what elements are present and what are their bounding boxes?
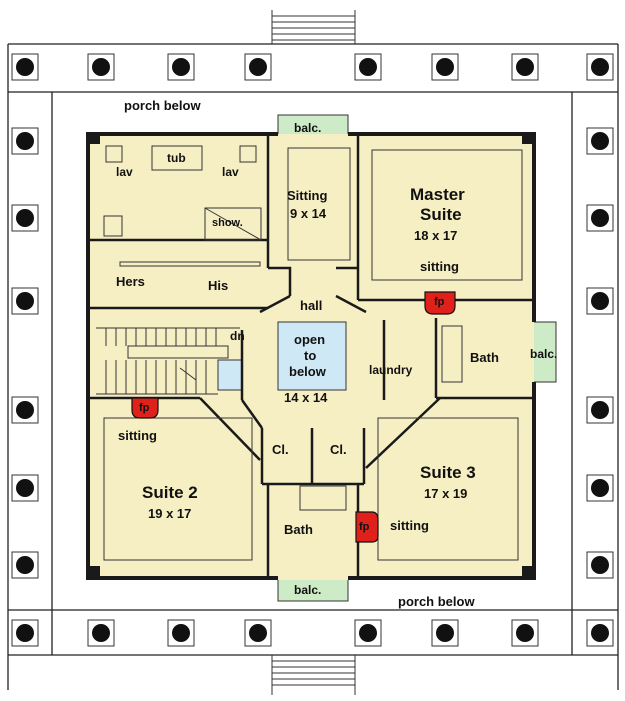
porch-label-bottom: porch below (398, 594, 475, 609)
steps-top (271, 10, 356, 44)
sitting-room-label: Sitting (287, 188, 327, 203)
column (244, 619, 272, 647)
master-sitting-label: sitting (420, 259, 459, 274)
master-suite-dims: 18 x 17 (414, 228, 457, 243)
bath-right-label: Bath (470, 350, 499, 365)
balcony-label-bottom: balc. (294, 583, 321, 597)
open-to-below-1: open (294, 332, 325, 347)
hers-closet-label: Hers (116, 274, 145, 289)
sitting-room-dims: 9 x 14 (290, 206, 327, 221)
column (11, 396, 39, 424)
his-closet-label: His (208, 278, 228, 293)
fireplace-suite3 (355, 511, 379, 543)
column (511, 53, 539, 81)
shower-label: show. (212, 217, 243, 229)
hall-label: hall (300, 298, 322, 313)
closet-right-label: Cl. (330, 442, 347, 457)
column (11, 127, 39, 155)
laundry-label: laundry (369, 363, 413, 377)
column (586, 396, 614, 424)
suite2-name: Suite 2 (142, 483, 198, 502)
column (167, 619, 195, 647)
column (354, 53, 382, 81)
column (586, 204, 614, 232)
fireplace-suite2-label: fp (139, 402, 150, 414)
balcony-label-right: balc. (530, 347, 557, 361)
column (11, 551, 39, 579)
fireplace-suite3-label: fp (359, 521, 370, 533)
balcony-bottom (277, 576, 349, 602)
column (431, 619, 459, 647)
open-to-below-3: below (289, 364, 327, 379)
column (586, 551, 614, 579)
master-suite-label-2: Suite (420, 205, 462, 224)
suite3-dims: 17 x 19 (424, 486, 467, 501)
suite3-sitting-label: sitting (390, 518, 429, 533)
open-to-below (277, 321, 347, 391)
steps-bottom (271, 655, 356, 695)
lav-left-label: lav (116, 165, 133, 179)
column (244, 53, 272, 81)
column (586, 53, 614, 81)
column (586, 287, 614, 315)
suite2-dims: 19 x 17 (148, 506, 191, 521)
labels: porch below porch below balc. balc. balc… (116, 98, 557, 609)
stair-landing (217, 359, 243, 391)
staircase (96, 327, 240, 395)
balcony-label-top: balc. (294, 121, 321, 135)
porch-outline (7, 43, 619, 690)
tub-label: tub (167, 151, 186, 165)
column (431, 53, 459, 81)
exterior-walls (86, 132, 536, 580)
column (11, 287, 39, 315)
open-to-below-2: to (304, 348, 316, 363)
column (586, 127, 614, 155)
column (167, 53, 195, 81)
column (11, 204, 39, 232)
column (354, 619, 382, 647)
fireplace-suite2 (131, 397, 159, 419)
lav-right-label: lav (222, 165, 239, 179)
suite3-name: Suite 3 (420, 463, 476, 482)
wall-corners (86, 132, 536, 580)
column (511, 619, 539, 647)
column (586, 619, 614, 647)
closet-left-label: Cl. (272, 442, 289, 457)
column (87, 53, 115, 81)
columns (11, 53, 614, 647)
bath-bottom-label: Bath (284, 522, 313, 537)
hall-dims: 14 x 14 (284, 390, 328, 405)
column (11, 53, 39, 81)
column (11, 474, 39, 502)
column (11, 619, 39, 647)
master-suite-label-1: Master (410, 185, 465, 204)
column (586, 474, 614, 502)
fireplace-master-label: fp (434, 296, 445, 308)
stairs-down-label: dn (230, 329, 245, 343)
fixtures (103, 145, 523, 561)
suite2-sitting-label: sitting (118, 428, 157, 443)
column (87, 619, 115, 647)
fireplace-master (424, 291, 456, 315)
porch-label-top: porch below (124, 98, 201, 113)
